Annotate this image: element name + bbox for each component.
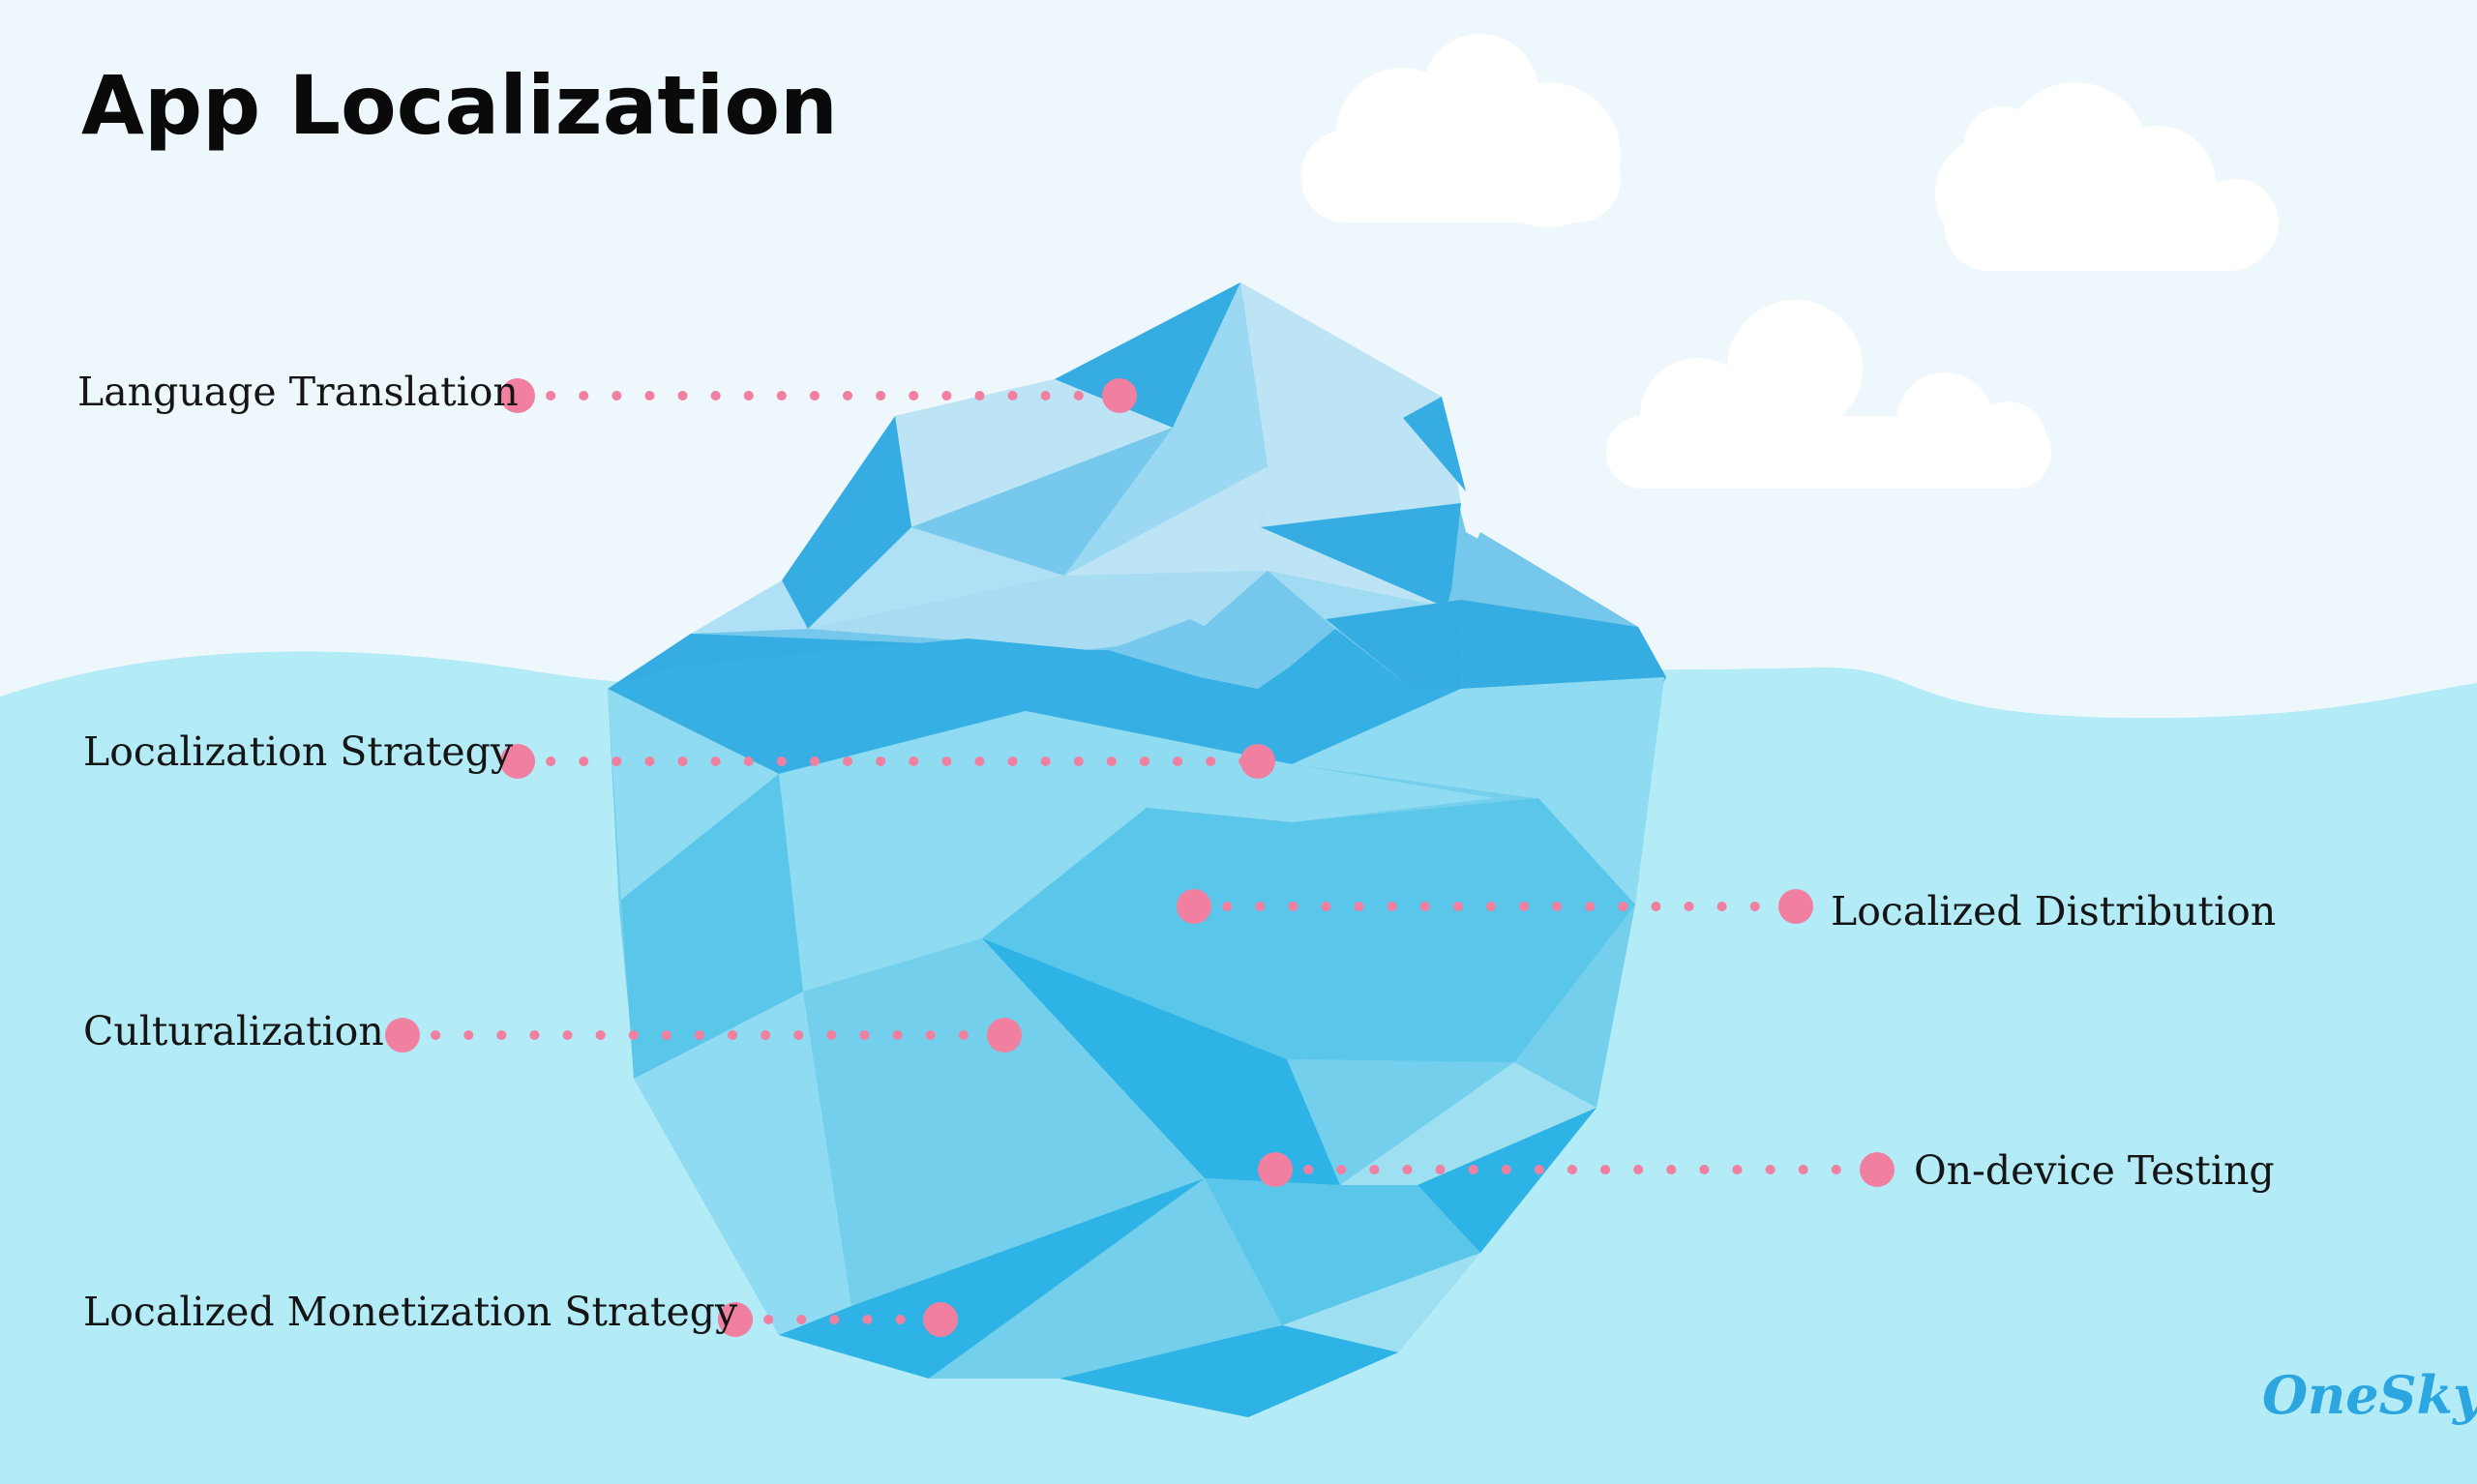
marker-dot bbox=[1258, 1152, 1293, 1187]
marker-dot bbox=[1240, 744, 1275, 779]
label-language-translation: Language Translation bbox=[77, 372, 519, 412]
marker-dot bbox=[987, 1018, 1022, 1053]
marker-dot bbox=[923, 1302, 958, 1337]
label-culturalization: Culturalization bbox=[83, 1012, 384, 1052]
marker-dot bbox=[1177, 889, 1211, 924]
page-title: App Localization bbox=[81, 58, 838, 153]
marker-dot bbox=[1778, 889, 1813, 924]
brand-logo: OneSky bbox=[2262, 1364, 2477, 1426]
label-on-device-testing: On-device Testing bbox=[1914, 1151, 2275, 1191]
marker-dot bbox=[1102, 378, 1137, 413]
label-localized-monetization-strategy: Localized Monetization Strategy bbox=[83, 1292, 737, 1332]
marker-dot bbox=[385, 1018, 420, 1053]
marker-dot bbox=[1860, 1152, 1895, 1187]
label-localization-strategy: Localization Strategy bbox=[83, 732, 513, 772]
label-localized-distribution: Localized Distribution bbox=[1831, 892, 2276, 932]
